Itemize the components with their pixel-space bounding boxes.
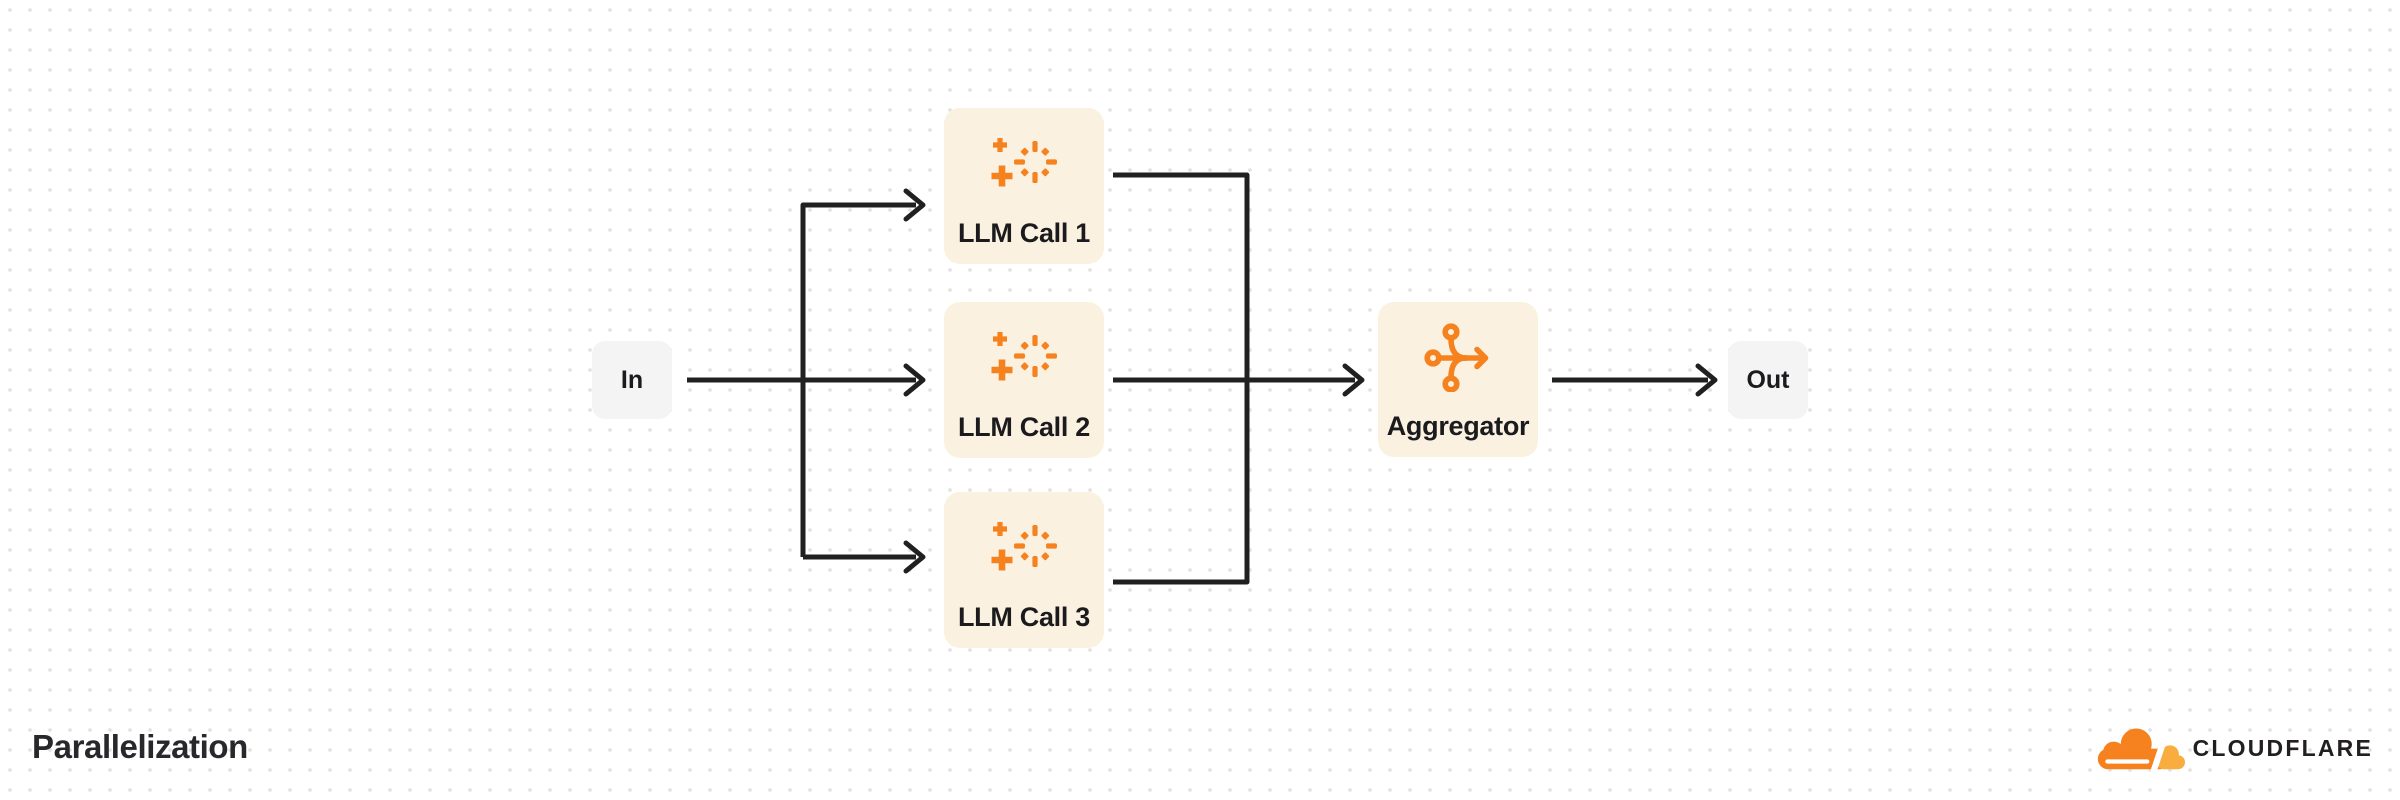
out-node-label: Out [1746, 365, 1790, 394]
llm-call-3-label: LLM Call 3 [957, 602, 1090, 632]
in-node-label: In [620, 365, 644, 394]
sparkle-icon [991, 138, 1057, 187]
llm-call-1-node: LLM Call 1 [944, 108, 1104, 264]
aggregator-node: Aggregator [1378, 302, 1538, 457]
sparkle-icon [991, 522, 1057, 571]
merge-icon [1424, 323, 1489, 392]
aggregator-label: Aggregator [1386, 411, 1530, 441]
llm-call-3-node: LLM Call 3 [944, 492, 1104, 648]
sparkle-icon [991, 332, 1057, 381]
in-node: In [592, 341, 672, 419]
edge-in-llm1 [800, 202, 916, 557]
llm-call-2-label: LLM Call 2 [957, 412, 1090, 442]
llm-call-2-node: LLM Call 2 [944, 302, 1104, 458]
cloudflare-cloud-icon [2097, 727, 2185, 771]
llm-call-1-label: LLM Call 1 [957, 218, 1090, 248]
cloudflare-wordmark: CLOUDFLARE [2192, 734, 2373, 761]
diagram-title: Parallelization [32, 728, 248, 765]
cloudflare-logo: CLOUDFLARE [2095, 721, 2373, 779]
out-node: Out [1728, 341, 1808, 419]
